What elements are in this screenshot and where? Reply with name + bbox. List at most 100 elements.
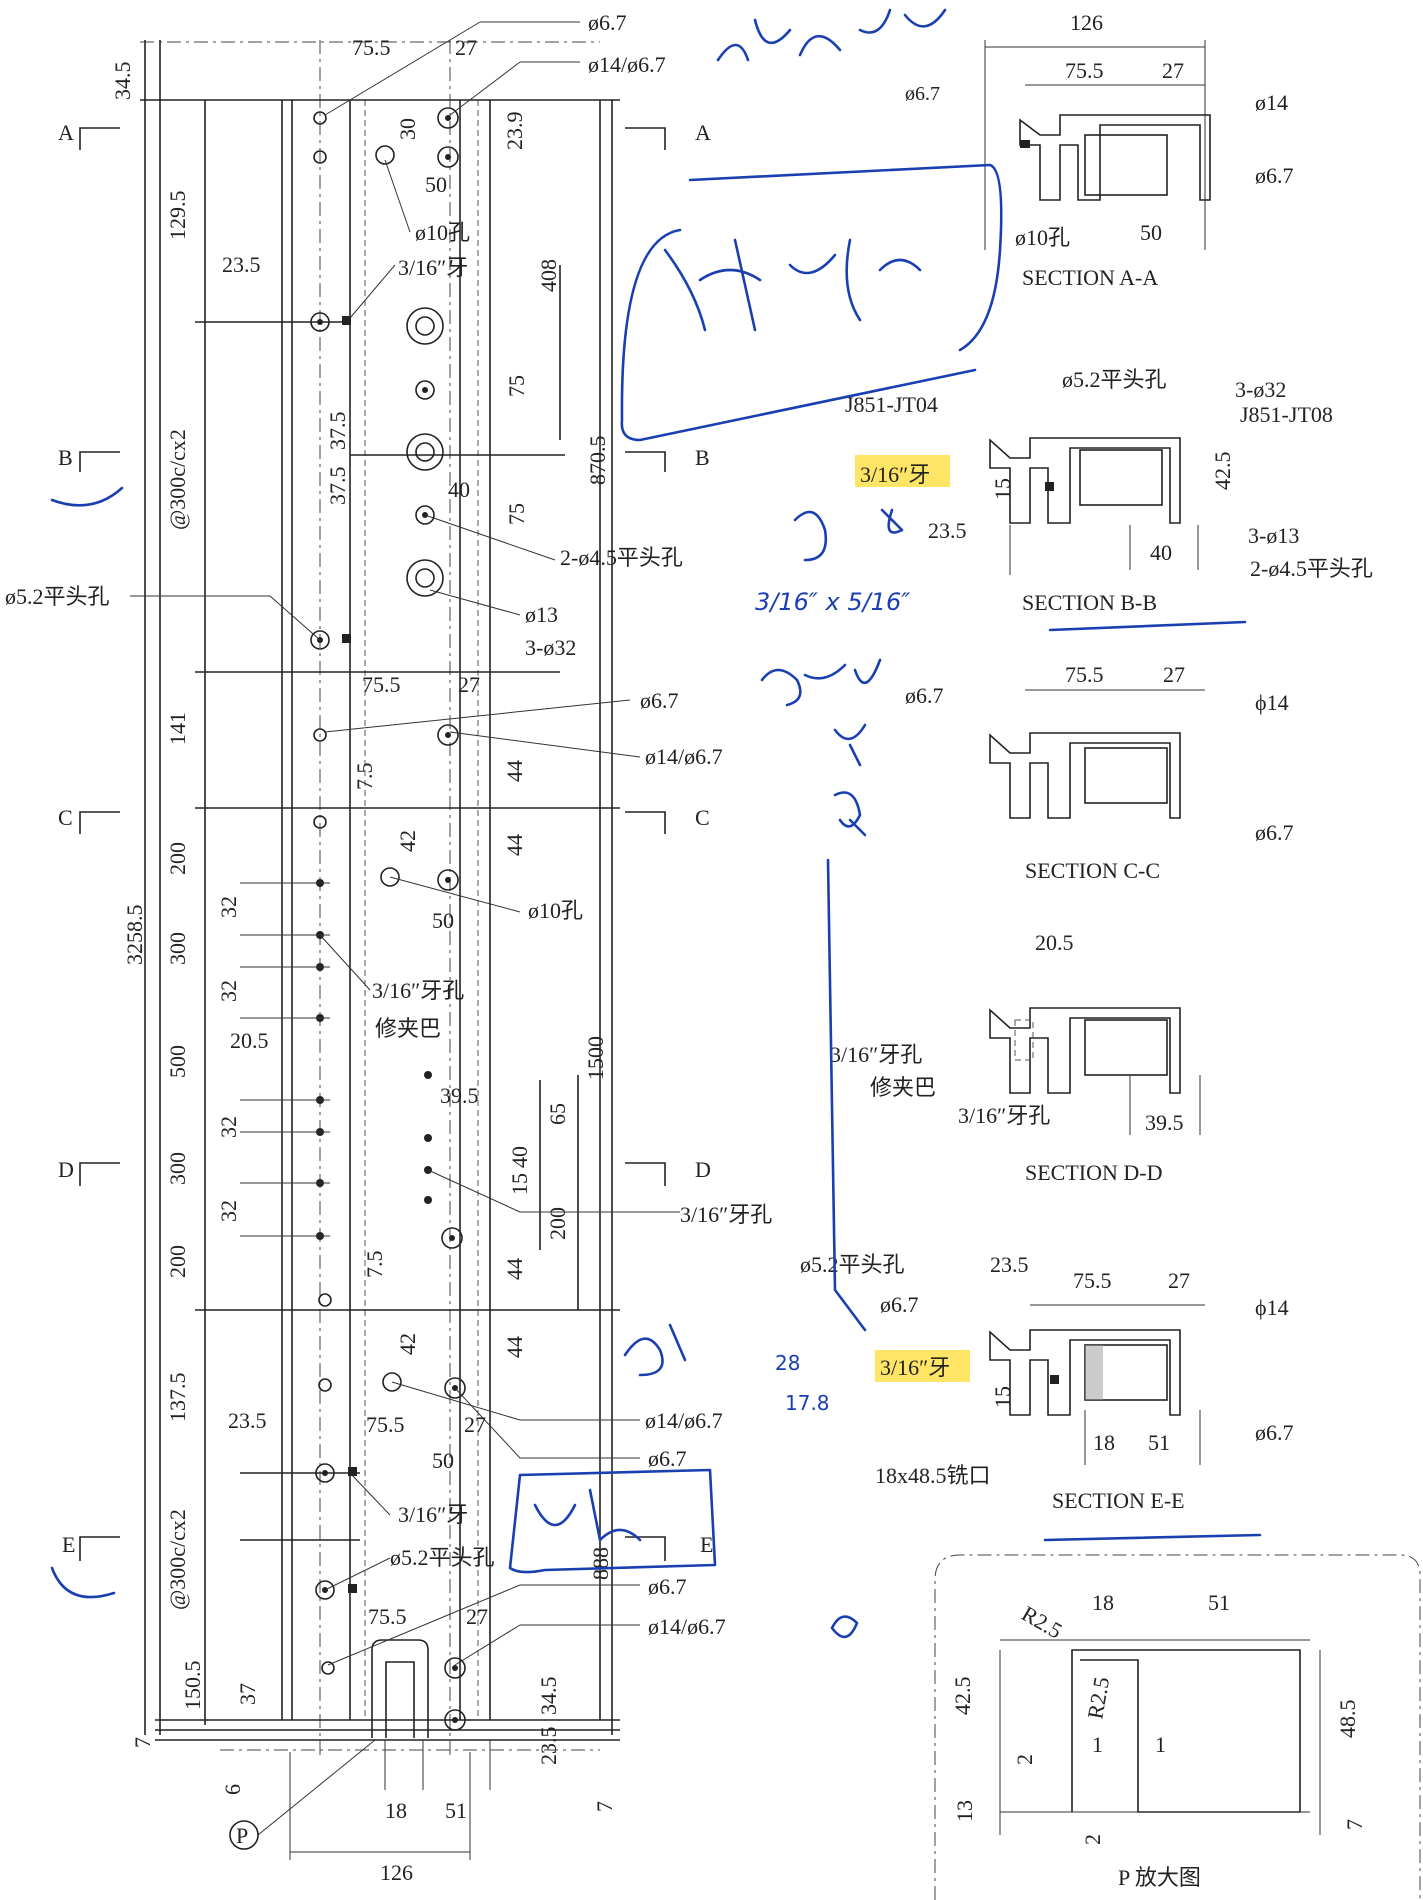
section-title: SECTION D-D [1025, 1160, 1163, 1185]
dim-text: 37 [235, 1683, 260, 1705]
dim-text: 50 [1140, 220, 1162, 245]
handwritten-scribble [830, 1615, 859, 1639]
dim-text: 44 [502, 1336, 527, 1358]
dim-text: 200 [545, 1207, 570, 1240]
cut-mark-d-right: D [695, 1157, 711, 1182]
dim-text: 75 [504, 375, 529, 397]
dim-text: 75.5 [362, 672, 401, 697]
section-cc: 75.5 27 ø6.7 ϕ14 ø6.7 SECTION C-C [905, 662, 1294, 883]
dim-text: 32 [216, 896, 241, 918]
dim-text: 27 [458, 672, 480, 697]
handwritten-note: 17.8 [785, 1391, 830, 1415]
dim-text: 44 [502, 834, 527, 856]
handwritten-scribble [716, 8, 947, 62]
callout-text: ø14 [1255, 90, 1288, 115]
dim-text: 23.5 [928, 518, 967, 543]
dim-text: 32 [216, 980, 241, 1002]
cut-mark-b-right: B [695, 445, 710, 470]
dim-text: 27 [464, 1412, 486, 1437]
callout-text: ø6.7 [648, 1574, 687, 1599]
dim-text: 300 [165, 932, 190, 965]
handwritten-scribble [833, 791, 867, 837]
handwritten-underline [1048, 620, 1247, 632]
dim-text: 27 [455, 35, 477, 60]
cut-marks [79, 127, 666, 1561]
callout-text: ø5.2平头孔 [5, 584, 110, 609]
dim-text: 42 [395, 830, 420, 852]
dim-text: 23.5 [228, 1408, 267, 1433]
dim-text: 42.5 [1210, 452, 1235, 491]
callout-text: 修夹巴 [870, 1075, 936, 1100]
dim-text: 6 [220, 1784, 245, 1795]
dim-text: 408 [536, 259, 561, 292]
dim-text: 200 [165, 842, 190, 875]
section-ee: ø5.2平头孔 23.5 75.5 27 ø6.7 ϕ14 3/16″牙 15 … [800, 1252, 1294, 1513]
cut-mark-d-left: D [58, 1157, 74, 1182]
dim-text: 13 [952, 1800, 977, 1822]
dim-text: R2.5 [1018, 1601, 1067, 1644]
dim-text: 44 [502, 1258, 527, 1280]
callout-text: 3/16″牙 [880, 1355, 950, 1380]
highlight-mark [855, 455, 950, 487]
callout-text: ø6.7 [905, 683, 944, 708]
handwritten-underline [1043, 1533, 1262, 1542]
dim-text: 34.5 [110, 62, 135, 101]
callout-text: ø10孔 [415, 220, 470, 245]
callout-text: 18x48.5铣口 [875, 1463, 991, 1488]
main-elevation [79, 21, 680, 1860]
dim-text: 75.5 [352, 35, 391, 60]
dim-text: 150.5 [180, 1661, 205, 1711]
dim-text: 2 [1012, 1754, 1037, 1765]
cut-mark-c-right: C [695, 805, 710, 830]
dim-text: @300c/cx2 [165, 429, 190, 530]
dim-text: 30 [395, 118, 420, 140]
callout-text: 3/16″牙 [398, 255, 468, 280]
callout-text: ø5.2平头孔 [390, 1545, 495, 1570]
dim-text: R2.5 [1082, 1675, 1114, 1721]
dim-text: 65 [545, 1103, 570, 1125]
dim-text: 3258.5 [122, 905, 147, 966]
callout-text: ø10孔 [528, 898, 583, 923]
dim-text: 7 [130, 1737, 155, 1748]
dim-text: 37.5 [325, 467, 350, 506]
dim-text: @300c/cx2 [165, 1509, 190, 1610]
callout-text: ø6.7 [880, 1292, 919, 1317]
tapped-holes [240, 879, 432, 1240]
dim-text: 44 [502, 760, 527, 782]
dim-text: 32 [216, 1200, 241, 1222]
dim-text: 51 [1148, 1430, 1170, 1455]
handwriting: 3/16″ x 5/16″ 28 17.8 [50, 8, 1262, 1639]
section-bb: J851-JT04 ø5.2平头孔 3-ø32 J851-JT08 3/16″牙… [845, 367, 1373, 615]
dim-text: 1500 [583, 1036, 608, 1080]
dim-text: 141 [165, 712, 190, 745]
dim-text: 137.5 [165, 1373, 190, 1423]
handwritten-arrow [826, 858, 867, 1332]
section-title: SECTION B-B [1022, 590, 1157, 615]
dim-text: 39.5 [440, 1083, 479, 1108]
callout-text: ø6.7 [1255, 163, 1294, 188]
dim-text: 75.5 [368, 1604, 407, 1629]
section-title: SECTION C-C [1025, 858, 1160, 883]
dim-text: 7.5 [352, 763, 377, 791]
dim-text: 27 [466, 1604, 488, 1629]
callout-text: 3/16″牙孔 [830, 1042, 922, 1067]
callout-text: 3/16″牙孔 [372, 978, 464, 1003]
callout-text: 2-ø4.5平头孔 [560, 545, 683, 570]
dim-text: 23.9 [502, 112, 527, 151]
dim-text: 2 [1080, 1834, 1105, 1845]
dim-text: 75.5 [366, 1412, 405, 1437]
dim-text: 27 [1163, 662, 1185, 687]
callout-text: ø13 [525, 602, 558, 627]
detail-p: R2.5 18 51 R2.5 42.5 48.5 2 1 1 13 2 7 P… [934, 1554, 1421, 1900]
callout-text: J851-JT08 [1240, 402, 1333, 427]
dim-text: 300 [165, 1152, 190, 1185]
section-title: P 放大图 [1118, 1865, 1201, 1890]
dim-text: 1 [1155, 1732, 1166, 1757]
dim-text: 18 [385, 1798, 407, 1823]
dim-text: 32 [216, 1116, 241, 1138]
dim-text: 40 [507, 1146, 532, 1168]
handwritten-bracket [688, 163, 1003, 352]
dim-text: 23.5 [990, 1252, 1029, 1277]
dim-text: 27 [1162, 58, 1184, 83]
dim-text: 51 [445, 1798, 467, 1823]
